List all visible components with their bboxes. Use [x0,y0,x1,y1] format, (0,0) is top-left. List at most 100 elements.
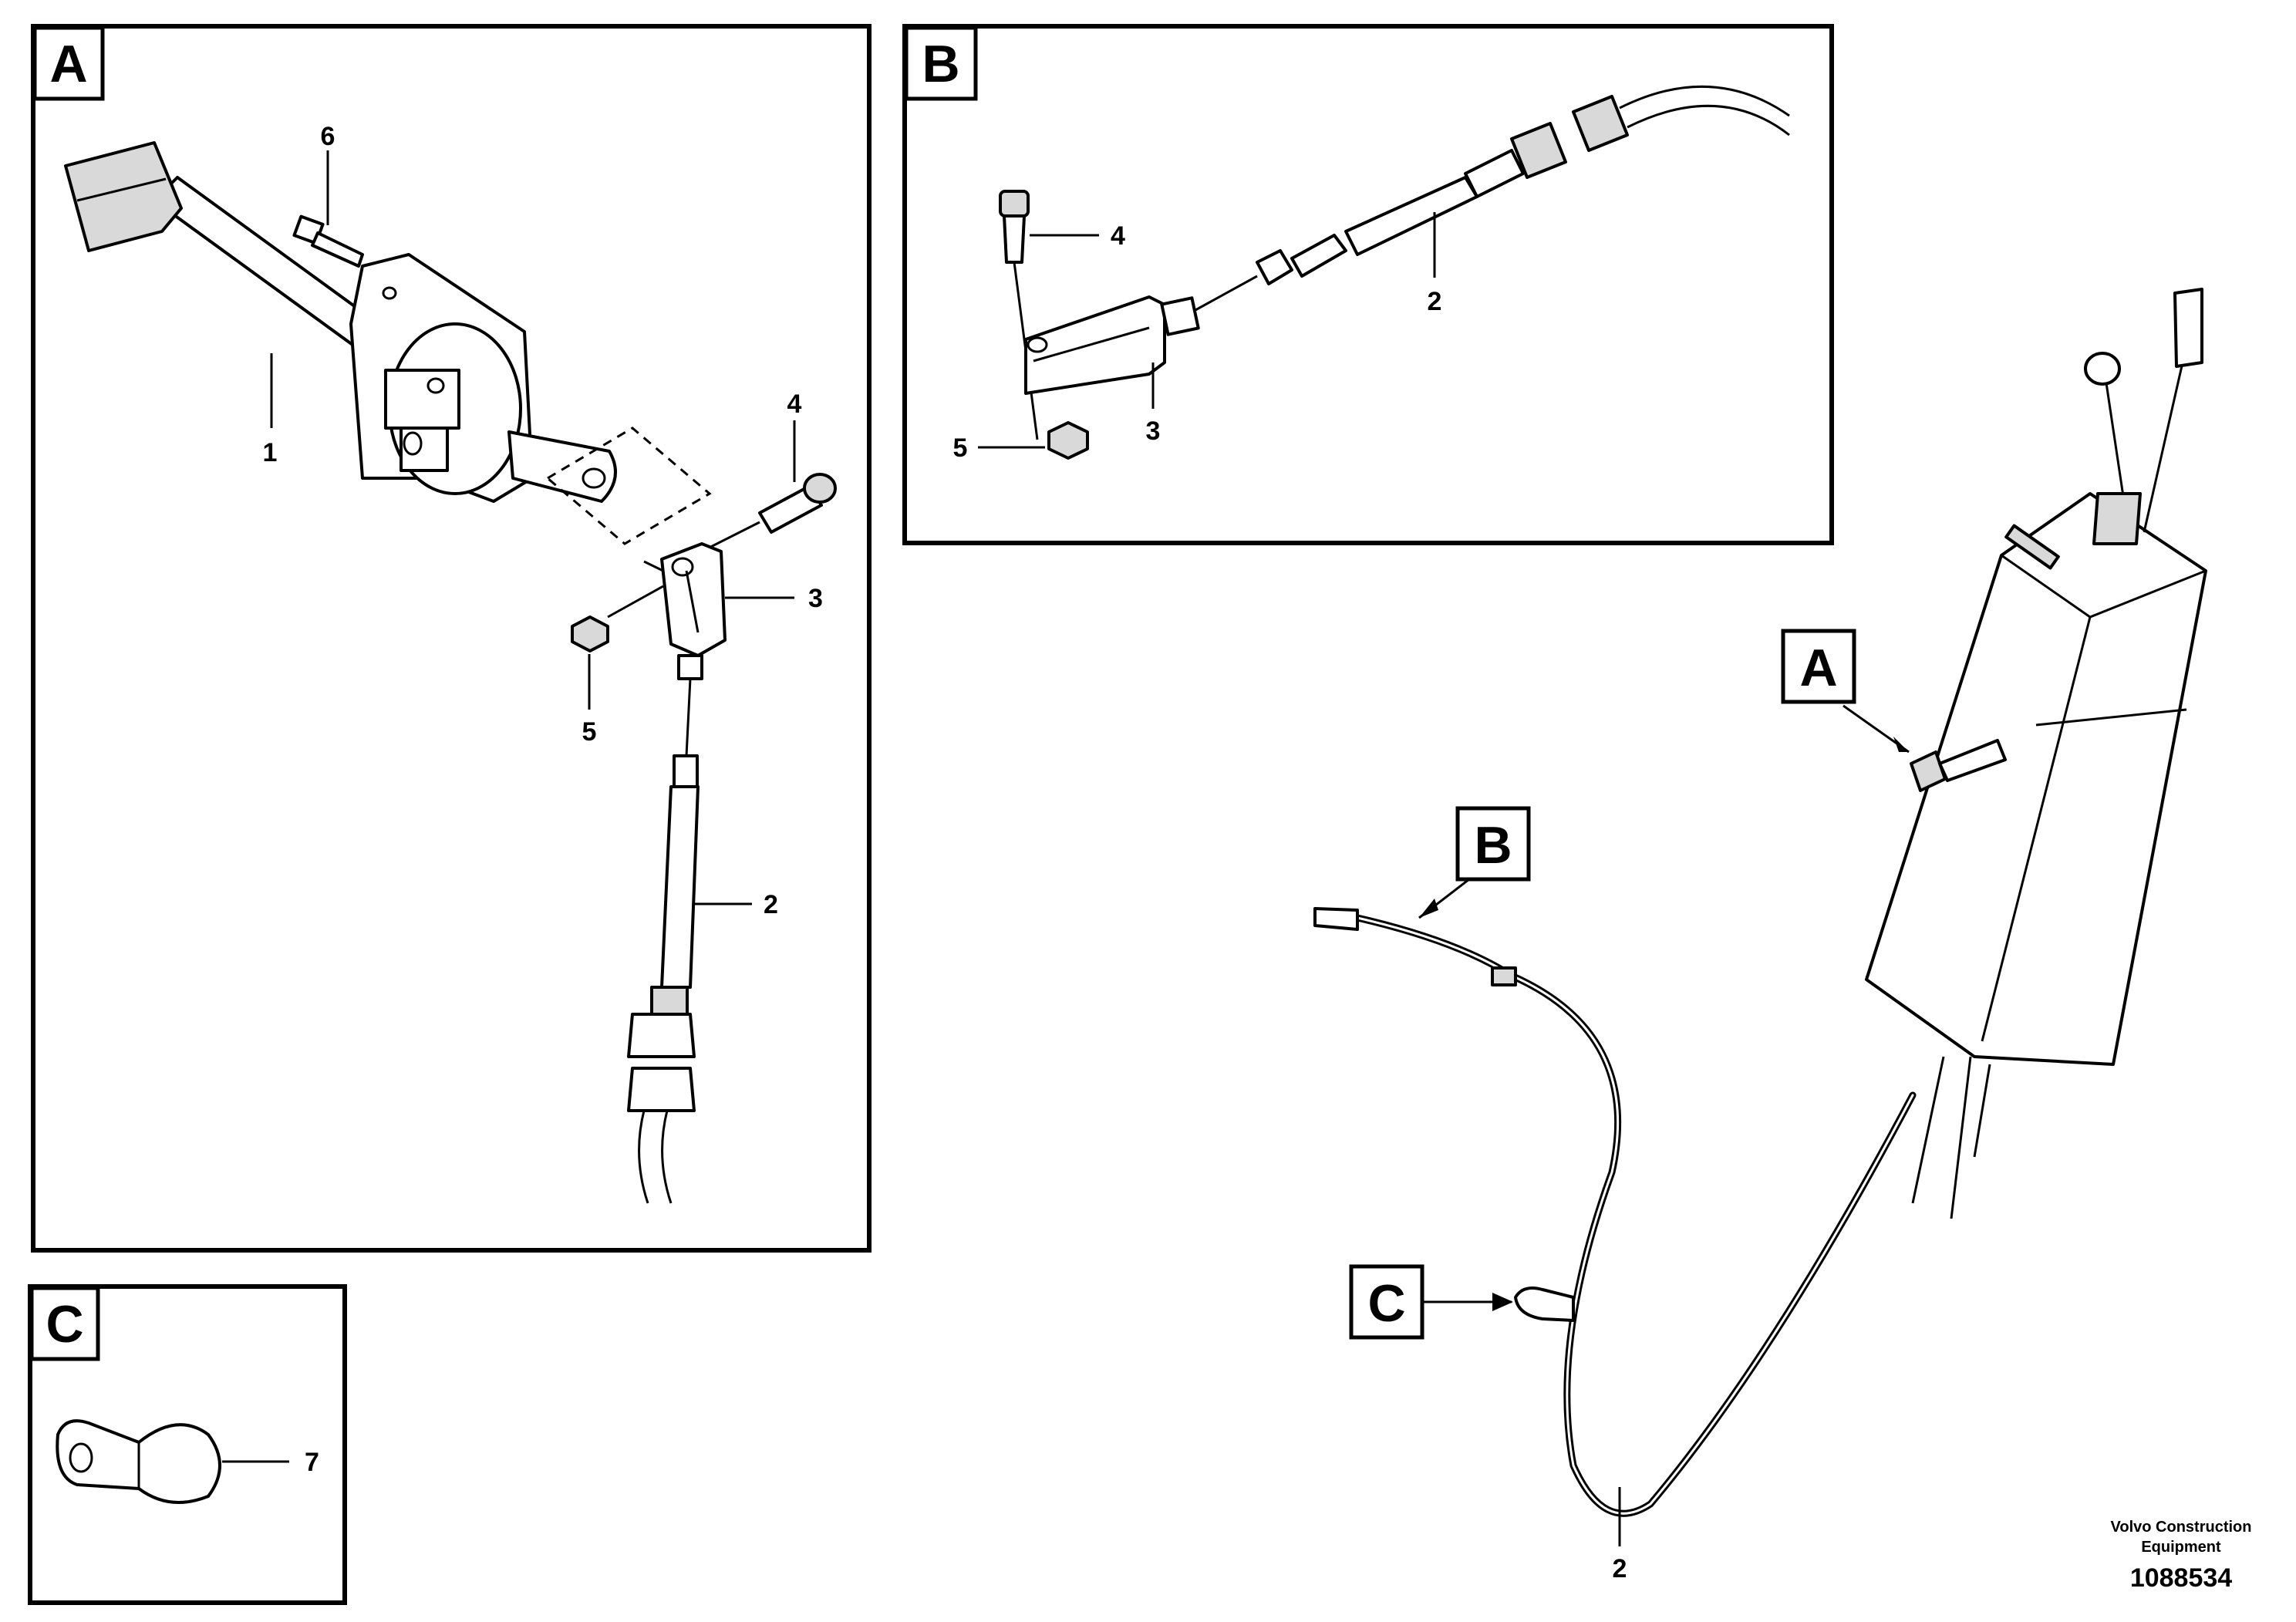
panel-a-label: A [49,35,87,93]
panel-c: C 7 [28,1284,347,1605]
clevis-b-hole [1027,336,1048,353]
cable-b-nut-2 [1572,95,1629,152]
tower-cable-1 [1911,1056,1945,1204]
part-label-5: 5 [582,717,597,747]
cable-b-nut-1 [1510,122,1567,179]
panel-b-tag [904,25,978,101]
cable-wire-b [661,1110,673,1204]
brand-line-2: Equipment [2141,1539,2221,1556]
overview-callout-b-box [1455,806,1531,882]
clevis-hole [671,557,694,577]
part-label-2-panel-b: 2 [1428,287,1442,316]
part-label-5-panel-b: 5 [953,433,968,463]
clevis-slot [685,570,700,633]
nut-5b-body [1047,421,1089,460]
bolt-4-head [803,473,837,504]
panel-c-frame [28,1284,347,1605]
overview-callout-b: B [1474,816,1512,875]
bolt-4-panel-b [999,190,1039,440]
nut-5 [571,585,664,653]
panel-c-tag [29,1286,100,1361]
throttle-lever-rod [2143,362,2184,533]
main-cable-2 [1354,914,1917,1517]
clamp-7 [56,1419,221,1504]
nut-5-panel-b [1047,421,1089,460]
part-label-7: 7 [305,1448,319,1477]
part-label-4: 4 [787,389,802,419]
part-label-4-panel-b: 4 [1111,221,1125,251]
cable-b-sleeve [1344,176,1478,256]
panel-c-label: C [46,1295,83,1354]
bolt-6-shank [311,231,364,268]
bolt-6 [292,214,364,268]
nut-5-body [571,615,609,653]
tower-cable-2 [1950,1056,1972,1219]
panel-b-frame [902,24,1834,545]
overview-callout-a: A [1799,639,1837,697]
main-cable-2-inner [1356,916,1914,1515]
footer: Volvo Construction Equipment 1088534 [2111,1519,2252,1593]
cable-b-wire-a [1619,85,1790,117]
overview-callout-a-arrow [1893,737,1909,752]
pivot-block [384,369,460,430]
cable-end-fitting [673,754,699,788]
overview-callout-a-box [1781,629,1856,704]
part-label-2-overview: 2 [1613,1554,1627,1583]
clevis-3 [660,542,727,680]
cable-b-fitting [1290,234,1347,278]
panel-b: B 4 3 5 [902,24,1834,545]
brand-line-1: Volvo Construction [2111,1519,2252,1536]
clevis-neck [677,654,703,680]
tower-cable-3 [1973,1064,1991,1158]
cable-ferrule [650,986,689,1016]
lever-assembly [64,141,617,503]
overview-callout-c: C [1367,1274,1405,1333]
housing-panel-line [2035,708,2187,727]
control-housing [1865,492,2207,1066]
overview-callout-c-arrow [1492,1293,1513,1311]
pivot-lower-block [400,427,449,472]
overview-callout-c-box [1349,1264,1424,1340]
housing-vent [2004,524,2060,570]
overview-callout-b-arrow [1419,899,1438,918]
cable-2-panel-b [1256,85,1790,285]
pivot-bolt-hole [426,377,445,394]
lever-grip-ridge [76,177,167,202]
cable-rod [685,678,692,757]
cable-wire-a [638,1110,649,1204]
shift-lever-knob [2084,352,2121,386]
part-label-2-panel-a: 2 [764,890,778,919]
clevis-body [660,542,727,657]
cable-clevis-end [1313,907,1359,931]
panel-a-tag [32,25,105,101]
lever-boot [2092,492,2142,545]
cable-2-panel-a [627,678,700,1204]
housing-side-edge [1981,616,2092,1042]
pivot-hole [403,431,423,456]
bolt-4b-shank [1003,214,1026,264]
cable-sleeve [660,785,700,989]
overview-assembly: A B C 2 [1313,288,2207,1583]
panel-a: A 6 [31,24,872,1253]
part-label-1: 1 [263,438,278,467]
clevis-b-neck [1160,296,1200,336]
plate-hole [382,286,397,300]
clevis-3-panel-b [1024,275,1258,395]
clevis-b-rod [1195,275,1258,312]
alignment-guide [545,427,712,545]
panel-b-label: B [922,35,959,93]
cable-b-wire-b [1627,104,1790,137]
part-label-6: 6 [321,122,335,151]
cable-nut-upper [627,1013,696,1058]
cable-nut-lower [627,1067,696,1112]
cable-b-ferrule [1464,149,1525,198]
lever-tab-hole [582,467,606,489]
doc-number: 1088534 [2130,1563,2232,1593]
clamp-hole [69,1442,93,1473]
lever-tab [507,430,617,503]
cable-b-end [1256,249,1293,285]
cable-adjust-nut [1491,966,1517,986]
lever-grip [64,141,183,252]
clevis-b-body [1024,295,1166,395]
